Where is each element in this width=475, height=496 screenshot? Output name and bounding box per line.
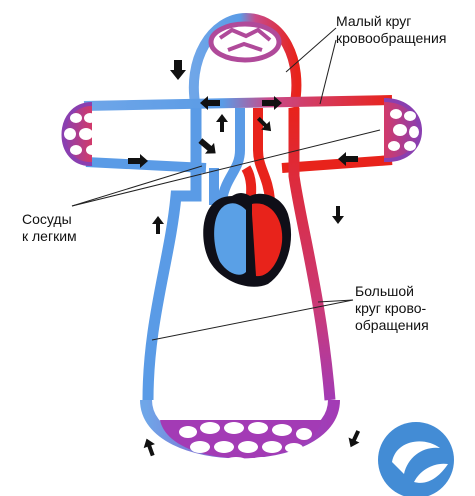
lung-vessels-label: Сосуды к легким [22,211,77,245]
arrow-icon [332,206,344,224]
systemic-circulation-label-line3: обращения [355,317,429,334]
logo-icon [378,422,454,496]
upper-capillary-bed [194,18,297,108]
arrow-icon [152,216,164,234]
lung-vessels-label-line1: Сосуды [22,211,77,228]
arrow-icon [141,437,158,458]
arrow-icon [170,60,186,80]
pulmonary-circulation-label-line1: Малый круг [336,13,446,30]
systemic-circulation-label-line2: круг крово- [355,300,429,317]
lung-vessels-label-line2: к легким [22,228,77,245]
heart-icon [203,193,291,287]
pulmonary-circulation-label: Малый круг кровообращения [336,13,446,47]
arrow-icon [345,428,363,449]
systemic-circulation-label: Большой круг крово- обращения [355,283,429,334]
systemic-circulation-label-line1: Большой [355,283,429,300]
arrow-icon [216,114,228,132]
pulmonary-circulation-label-line2: кровообращения [336,30,446,47]
